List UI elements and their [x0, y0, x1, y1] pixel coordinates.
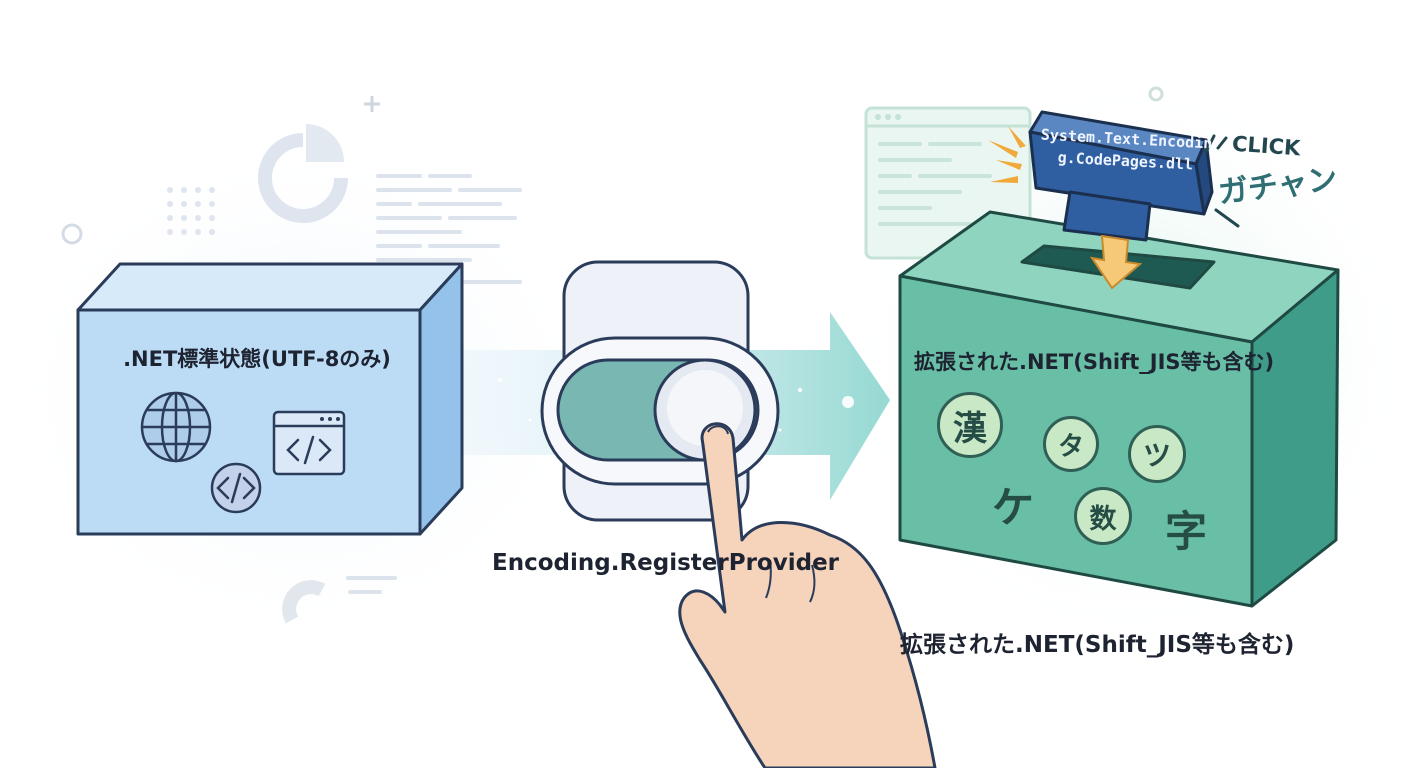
dot-grid-icon: [167, 187, 215, 235]
ring-icon: [61, 223, 83, 245]
click-lines-icon: [1204, 134, 1240, 228]
character-ke: ケ: [991, 483, 1034, 532]
code-window-icon: [272, 410, 346, 476]
register-provider-label: Encoding.RegisterProvider: [492, 550, 840, 576]
globe-icon: [140, 391, 212, 463]
character-disc-suu: 数: [1074, 487, 1132, 545]
character-disc-tsu: ツ: [1128, 425, 1186, 483]
character-disc-kan: 漢: [937, 392, 1003, 458]
impact-lines-icon: [988, 126, 1026, 183]
bottom-caption: 拡張された.NET(Shift_JIS等も含む): [900, 632, 1295, 658]
deco-lines-bottom: [346, 576, 397, 594]
pie-chart-icon: [258, 124, 348, 223]
left-box: [76, 262, 464, 536]
left-box-title: .NET標準状態(UTF-8のみ): [123, 347, 391, 371]
document-lines-icon: [376, 174, 522, 284]
character-disc-ta: タ: [1043, 416, 1099, 472]
partial-circle-icon: [282, 580, 326, 624]
dll-block: [1028, 110, 1214, 242]
code-icon: [210, 462, 262, 514]
character-ji: 字: [1164, 507, 1207, 556]
register-toggle[interactable]: [540, 260, 780, 522]
down-arrow-icon: [1089, 234, 1143, 290]
click-sound-text: CLICK: [1231, 131, 1302, 161]
ring-icon-small: [1148, 86, 1164, 102]
dll-block-label: System.Text.Encoding.CodePages.dll: [1040, 125, 1213, 174]
right-box-title: 拡張された.NET(Shift_JIS等も含む): [914, 350, 1275, 374]
plus-icon: [364, 96, 380, 112]
hand-pointer-icon: [678, 422, 937, 768]
